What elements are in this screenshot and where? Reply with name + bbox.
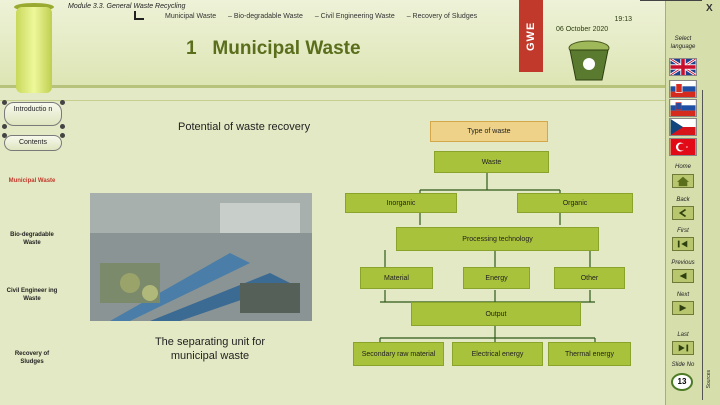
other-box: Other: [554, 267, 625, 289]
gwe-logo: GWE: [519, 0, 543, 72]
home-label: Home: [674, 164, 691, 170]
sidebar-item-municipal-waste[interactable]: Municipal Waste: [8, 178, 56, 184]
dot-decoration: [2, 133, 7, 138]
logo-roll: [16, 7, 52, 93]
slovakia-flag-icon[interactable]: [669, 80, 697, 98]
sidebar-item-biodegradable-waste[interactable]: Bio-degradable Waste: [10, 232, 54, 246]
back-label: Back: [676, 197, 690, 203]
czech-flag-icon[interactable]: [669, 118, 697, 136]
output-box: Output: [411, 302, 581, 326]
breadcrumb-item[interactable]: Municipal Waste: [165, 13, 217, 20]
breadcrumb-item[interactable]: – Recovery of Sludges: [406, 13, 478, 20]
slide-number: 13: [671, 373, 693, 391]
separating-unit-photo: [90, 193, 312, 321]
header-divider: [0, 100, 665, 101]
organic-box: Organic: [517, 193, 633, 213]
introduction-button[interactable]: Introductio n: [4, 102, 62, 126]
previous-label: Previous: [671, 260, 695, 266]
electrical-energy-box: Electrical energy: [452, 342, 543, 366]
breadcrumb-item[interactable]: – Civil Engineering Waste: [314, 13, 395, 20]
clock-date: 06 October 2020: [556, 26, 609, 33]
panel-divider: [702, 90, 703, 400]
dot-decoration: [2, 100, 7, 105]
thermal-energy-box: Thermal energy: [548, 342, 631, 366]
sources-link[interactable]: Sources: [706, 370, 712, 389]
select-language-label: Select language: [670, 36, 696, 50]
close-divider: [640, 0, 702, 14]
energy-box: Energy: [463, 267, 530, 289]
title-text: Municipal Waste: [212, 38, 361, 59]
dot-decoration: [60, 124, 65, 129]
uk-flag-icon[interactable]: [669, 58, 697, 76]
first-label: First: [677, 228, 689, 234]
dot-decoration: [60, 100, 65, 105]
waste-box: Waste: [434, 151, 549, 173]
close-button[interactable]: X: [706, 3, 713, 14]
title-number: 1: [186, 38, 197, 59]
recycle-bin-icon: [568, 40, 610, 81]
clock-time: 19:13: [614, 16, 632, 23]
material-box: Material: [360, 267, 433, 289]
home-icon[interactable]: [672, 174, 694, 188]
first-icon[interactable]: [672, 237, 694, 251]
slovenia-flag-icon[interactable]: [669, 99, 697, 117]
contents-button[interactable]: Contents: [4, 135, 62, 151]
inorganic-box: Inorganic: [345, 193, 457, 213]
sidebar-item-recovery-of-sludges[interactable]: Recovery of Sludges: [14, 351, 50, 365]
processing-technology-box: Processing technology: [396, 227, 599, 251]
dot-decoration: [2, 124, 7, 129]
turkey-flag-icon[interactable]: [669, 138, 697, 156]
breadcrumb-item[interactable]: – Bio-degradable Waste: [228, 13, 303, 20]
next-label: Next: [676, 292, 690, 298]
photo-caption: The separating unit for municipal waste: [154, 336, 266, 362]
last-label: Last: [677, 332, 689, 338]
header: [0, 0, 665, 88]
section-subtitle: Potential of waste recovery: [178, 121, 311, 133]
page-title: 1 Municipal Waste: [186, 38, 361, 60]
dot-decoration: [60, 133, 65, 138]
secondary-raw-material-box: Secondary raw material: [353, 342, 444, 366]
back-icon[interactable]: [672, 206, 694, 220]
type-of-waste-box: Type of waste: [430, 121, 548, 142]
previous-icon[interactable]: [672, 269, 694, 283]
slide-number-label: Slide No: [671, 362, 695, 368]
breadcrumb: Municipal Waste – Bio-degradable Waste –…: [165, 13, 487, 20]
breadcrumb-connector: [134, 11, 144, 20]
module-title: Module 3.3. General Waste Recycling: [68, 3, 186, 10]
last-icon[interactable]: [672, 341, 694, 355]
next-icon[interactable]: [672, 301, 694, 315]
sidebar-item-civil-engineering-waste[interactable]: Civil Engineer ing Waste: [6, 288, 58, 302]
